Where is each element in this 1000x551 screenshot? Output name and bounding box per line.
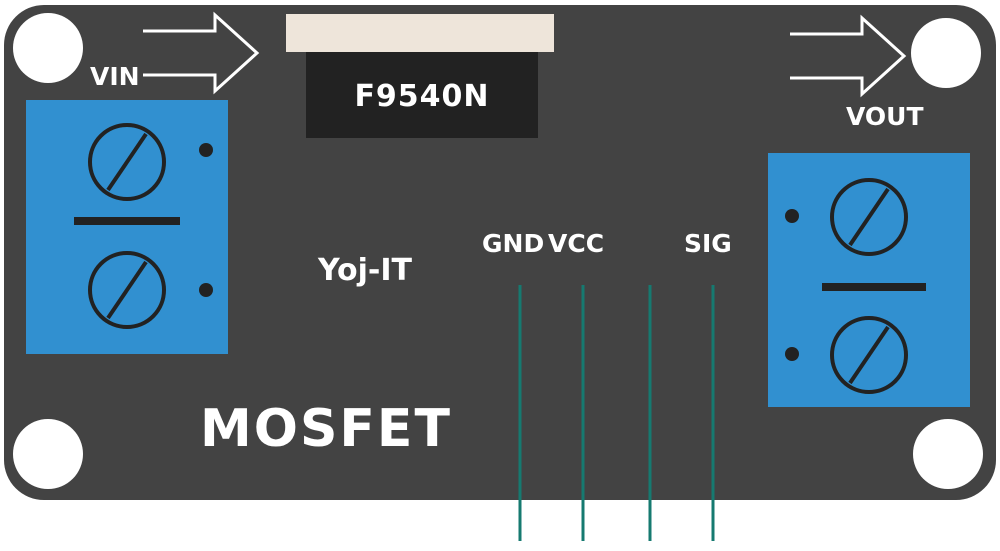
vin-arrow-icon bbox=[143, 11, 260, 95]
chip-body bbox=[306, 52, 538, 138]
slotted-screw-icon bbox=[88, 123, 166, 201]
pcb-board bbox=[4, 5, 996, 500]
vout-arrow-icon bbox=[790, 14, 907, 98]
slotted-screw-icon bbox=[830, 316, 908, 394]
slotted-screw-icon bbox=[830, 178, 908, 256]
terminal-divider bbox=[822, 283, 926, 291]
mounting-hole-bottom-right bbox=[913, 419, 983, 489]
terminal-divider bbox=[74, 217, 180, 225]
module-title: MOSFET bbox=[200, 399, 452, 459]
chip-tab bbox=[286, 14, 554, 52]
terminal-hole bbox=[199, 283, 213, 297]
vout-label: VOUT bbox=[846, 102, 924, 131]
header-pins bbox=[518, 285, 715, 541]
terminal-hole bbox=[199, 143, 213, 157]
mounting-hole-top-left bbox=[13, 13, 83, 83]
pin-vcc-label: VCC bbox=[548, 229, 604, 258]
pin-gnd-label: GND bbox=[482, 229, 544, 258]
brand-label: Yoj-IT bbox=[317, 253, 412, 288]
pin-sig-label: SIG bbox=[684, 229, 732, 258]
chip-label: F9540N bbox=[354, 79, 489, 114]
mounting-hole-top-right bbox=[911, 18, 981, 88]
slotted-screw-icon bbox=[88, 251, 166, 329]
vin-label: VIN bbox=[90, 62, 140, 91]
screw-terminal-vin bbox=[26, 100, 228, 354]
terminal-hole bbox=[785, 347, 799, 361]
terminal-hole bbox=[785, 209, 799, 223]
screw-terminal-vout bbox=[768, 153, 970, 407]
mounting-hole-bottom-left bbox=[13, 419, 83, 489]
